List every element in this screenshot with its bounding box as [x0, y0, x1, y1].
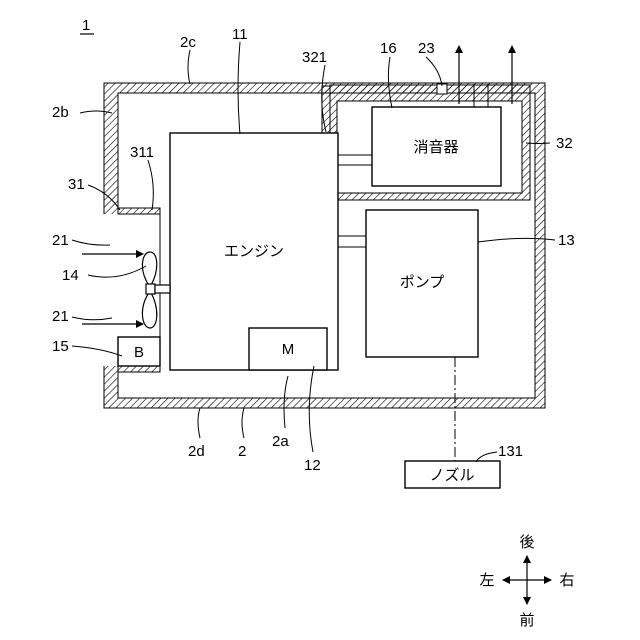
label-31: 31 — [68, 176, 85, 193]
label-15: 15 — [52, 338, 69, 355]
direction-left: 左 — [479, 571, 494, 589]
engine-label: エンジン — [224, 242, 284, 260]
label-2a: 2a — [272, 433, 289, 450]
label-21-upper: 21 — [52, 232, 69, 249]
pump-label: ポンプ — [400, 273, 445, 291]
leader-23 — [426, 57, 442, 86]
leader-311 — [148, 160, 153, 210]
label-21-lower: 21 — [52, 308, 69, 325]
label-2c: 2c — [180, 34, 196, 51]
label-131: 131 — [498, 443, 523, 460]
label-2d: 2d — [188, 443, 205, 460]
label-321: 321 — [302, 49, 327, 66]
intake-duct-bottom — [118, 366, 160, 372]
nozzle-label: ノズル — [429, 466, 474, 484]
leader-2c — [188, 50, 190, 84]
direction-back: 後 — [519, 533, 534, 551]
label-11: 11 — [232, 26, 248, 43]
label-16: 16 — [380, 40, 397, 57]
direction-front: 前 — [519, 611, 534, 629]
motor-label: M — [282, 341, 295, 358]
leader-2 — [242, 408, 244, 438]
leader-12 — [309, 366, 314, 452]
direction-right: 右 — [559, 571, 574, 589]
direction-compass — [503, 556, 551, 604]
intake-opening — [103, 214, 119, 366]
leader-32 — [526, 143, 550, 144]
label-2: 2 — [238, 443, 246, 460]
muffler-label: 消音器 — [413, 138, 458, 156]
label-311: 311 — [130, 144, 154, 161]
intake-duct-top — [118, 208, 160, 214]
label-13: 13 — [558, 232, 575, 249]
leader-2d — [198, 408, 200, 438]
label-14: 14 — [62, 267, 79, 284]
label-32: 32 — [556, 135, 573, 152]
label-12: 12 — [304, 457, 321, 474]
figure-number: 1 — [82, 17, 90, 34]
fan-icon — [142, 252, 170, 328]
label-23: 23 — [418, 40, 435, 57]
battery-label: B — [134, 344, 144, 361]
label-2b: 2b — [52, 104, 69, 121]
